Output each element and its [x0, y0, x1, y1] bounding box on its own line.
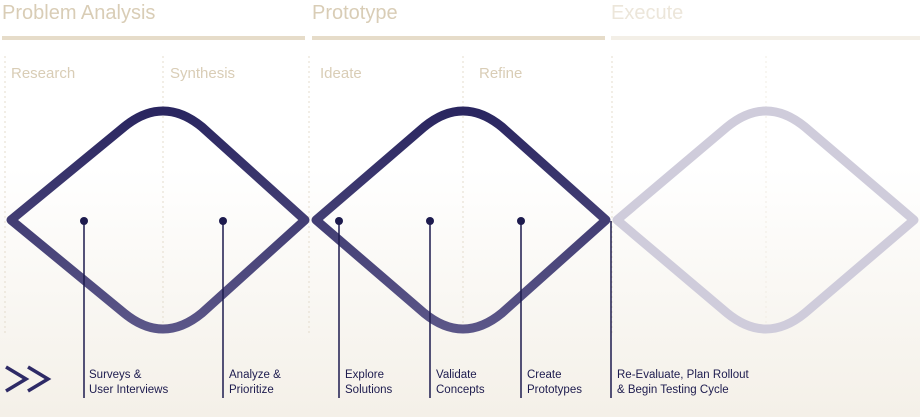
step-label-line: & Begin Testing Cycle: [617, 384, 729, 396]
step-label-line: Analyze &: [229, 369, 281, 381]
step-label-analyze: Analyze & Prioritize: [229, 368, 281, 398]
step-label-line: Re-Evaluate, Plan Rollout: [617, 369, 749, 381]
diamond-execute: [612, 106, 919, 334]
phase-bar-problem-analysis: [2, 36, 305, 40]
step-label-line: Prototypes: [527, 384, 582, 396]
phase-bar-execute: [611, 36, 920, 40]
step-label-re-evaluate: Re-Evaluate, Plan Rollout & Begin Testin…: [617, 368, 749, 398]
step-marker-surveys: [80, 217, 88, 398]
subphase-synthesis: Synthesis: [170, 65, 236, 82]
phase-title-execute: Execute: [611, 2, 684, 24]
step-marker-create: [517, 217, 525, 398]
step-markers: [80, 217, 612, 398]
guide-lines: [4, 56, 767, 333]
step-label-explore: Explore Solutions: [345, 368, 392, 398]
step-marker-analyze: [219, 217, 227, 398]
step-label-create: Create Prototypes: [527, 368, 582, 398]
step-label-line: Explore: [345, 369, 384, 381]
step-label-line: Surveys &: [89, 369, 142, 381]
step-marker-explore: [335, 217, 343, 398]
diamond-prototype: [311, 106, 611, 334]
step-label-line: Create: [527, 369, 562, 381]
double-chevron-right-icon: [5, 365, 52, 393]
subphase-refine: Refine: [479, 65, 523, 82]
subphase-ideate: Ideate: [320, 65, 362, 82]
subphase-research: Research: [11, 65, 76, 82]
step-label-line: Prioritize: [229, 384, 274, 396]
phase-title-problem-analysis: Problem Analysis: [2, 2, 156, 24]
step-marker-validate: [426, 217, 434, 398]
phase-title-prototype: Prototype: [312, 2, 398, 24]
step-label-line: Solutions: [345, 384, 393, 396]
step-label-line: User Interviews: [89, 384, 169, 396]
phase-bar-prototype: [312, 36, 605, 40]
step-label-line: Validate: [436, 369, 477, 381]
step-label-line: Concepts: [436, 384, 485, 396]
step-label-surveys: Surveys & User Interviews: [89, 368, 168, 398]
diamond-problem-analysis: [6, 106, 310, 334]
step-label-validate: Validate Concepts: [436, 368, 485, 398]
